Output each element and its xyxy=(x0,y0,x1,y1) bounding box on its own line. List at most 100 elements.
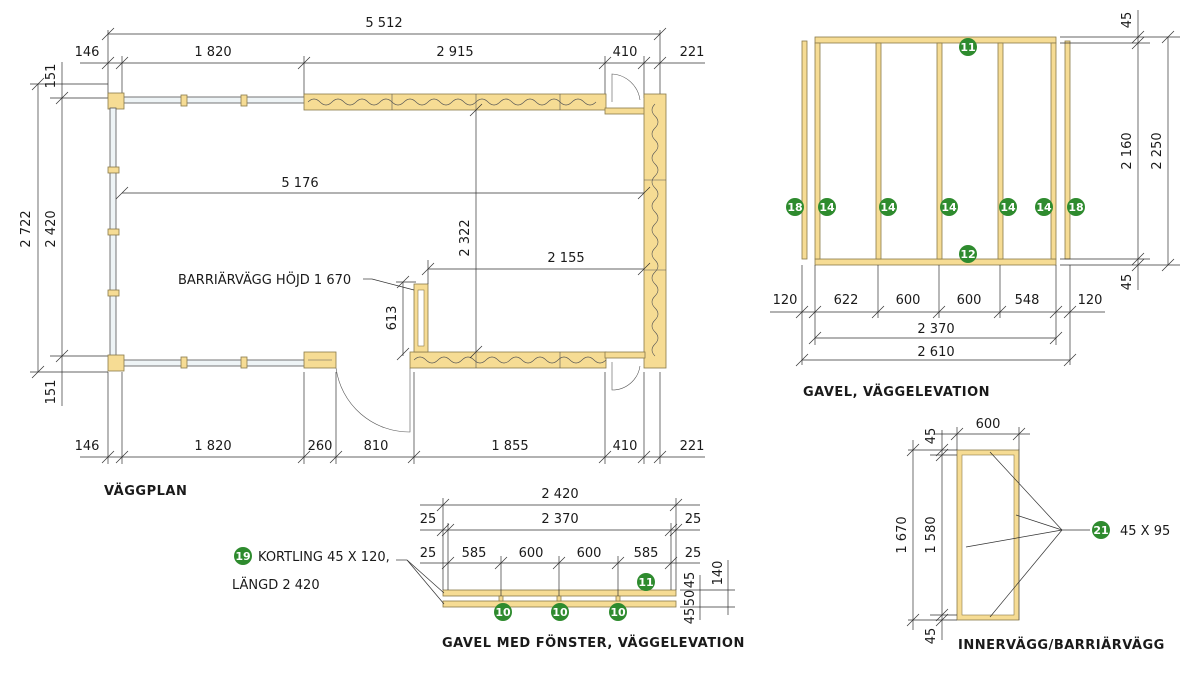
window-gable-badge-10 xyxy=(609,603,627,621)
floor-plan-dims-bottom: 146 1 820 260 810 1 855 410 221 xyxy=(75,372,705,464)
dim-top-2915: 2 915 xyxy=(436,45,473,60)
window-gable-title: GAVEL MED FÖNSTER, VÄGGELEVATION xyxy=(442,635,745,651)
dim-left-151-top: 151 xyxy=(44,64,59,89)
window-gable-badge-10-label: 10 xyxy=(610,606,626,619)
corner-post-top-left xyxy=(107,92,125,110)
dim-bottom-146: 146 xyxy=(75,439,100,454)
dim-left-2420: 2 420 xyxy=(44,210,59,247)
gable-badge-14 xyxy=(818,198,836,216)
floor-plan-dims-left: 2 722 2 420 151 151 xyxy=(19,62,108,406)
door-swing-bottom xyxy=(335,367,411,433)
floor-plan-dims-top: 5 512 146 1 820 2 915 410 221 xyxy=(75,16,705,98)
wall-top-insulated xyxy=(303,93,607,111)
gable-badge-18-left xyxy=(786,198,804,216)
note-line-1: KORTLING 45 X 120, xyxy=(258,550,390,565)
corner-post-bottom-left xyxy=(107,354,125,372)
dim-bottom-221: 221 xyxy=(680,439,705,454)
dim-partition-width: 613 xyxy=(385,306,400,331)
gable-dim-top-45: 45 xyxy=(1120,12,1135,29)
floor-plan: 5 512 146 1 820 2 915 410 221 xyxy=(19,16,705,499)
gable-dim-2160: 2 160 xyxy=(1120,132,1135,169)
wall-right-insulated xyxy=(643,93,667,369)
window-gable-dim-600-a: 600 xyxy=(519,546,544,561)
wall-bottom-insulated xyxy=(409,351,607,369)
dim-bottom-810: 810 xyxy=(364,439,389,454)
gable-badge-14-label: 14 xyxy=(880,201,896,214)
window-gable-badge-11 xyxy=(637,573,655,591)
window-gable-dim-25-a: 25 xyxy=(420,512,437,527)
gable-dim-600-a: 600 xyxy=(896,293,921,308)
barrier-dim-1580: 1 580 xyxy=(924,516,939,553)
dim-top-410: 410 xyxy=(613,45,638,60)
gable-badge-14-label: 14 xyxy=(941,201,957,214)
gable-top-plate xyxy=(814,36,1057,44)
barrier-badge-21-label: 21 xyxy=(1093,524,1108,537)
dim-top-1820: 1 820 xyxy=(194,45,231,60)
window-gable-dim-585-b: 585 xyxy=(634,546,659,561)
gable-badge-18-right-label: 18 xyxy=(1068,201,1083,214)
gable-badge-11 xyxy=(959,38,977,56)
window-gable-dim-25-b: 25 xyxy=(685,512,702,527)
floor-plan-dims-inner: 5 176 2 322 2 155 613 BARRIÄRVÄGG HÖJD 1… xyxy=(115,103,651,361)
dim-inner-height: 2 322 xyxy=(458,219,473,256)
window-gable-badge-10 xyxy=(551,603,569,621)
dim-bottom-410: 410 xyxy=(613,439,638,454)
gable-side-left xyxy=(801,40,808,260)
gable-dim-548: 548 xyxy=(1015,293,1040,308)
gable-dim-600-b: 600 xyxy=(957,293,982,308)
window-gable-dim-585-a: 585 xyxy=(462,546,487,561)
window-gable-dim-600-b: 600 xyxy=(577,546,602,561)
dim-bottom-1855: 1 855 xyxy=(491,439,528,454)
floor-plan-title: VÄGGPLAN xyxy=(104,483,187,499)
dim-bottom-260: 260 xyxy=(308,439,333,454)
gable-badge-14-label: 14 xyxy=(1036,201,1052,214)
window-gable-badge-10-label: 10 xyxy=(495,606,511,619)
gable-dim-bottom-45: 45 xyxy=(1120,274,1135,291)
window-gable-dim-50: 50 xyxy=(683,590,698,607)
barrier-dim-600: 600 xyxy=(976,417,1001,432)
gable-dim-2370: 2 370 xyxy=(917,322,954,337)
dim-partition-offset: 2 155 xyxy=(547,251,584,266)
window-gable-badge-10-label: 10 xyxy=(552,606,568,619)
window-gable-dim-2420: 2 420 xyxy=(541,487,578,502)
gable-badge-12-label: 12 xyxy=(960,248,975,261)
dim-left-2722: 2 722 xyxy=(19,210,34,247)
gable-side-right xyxy=(1064,40,1071,260)
gable-badge-14 xyxy=(1035,198,1053,216)
gable-badge-12 xyxy=(959,245,977,263)
note-badge-19-label: 19 xyxy=(235,550,250,563)
gable-badge-11-label: 11 xyxy=(960,41,975,54)
note-line-2: LÄNGD 2 420 xyxy=(232,577,320,593)
door-swing-top xyxy=(611,73,641,102)
gable-elevation: 45 45 2 160 2 250 120 622 600 600 548 12… xyxy=(770,10,1180,400)
dim-bottom-1820: 1 820 xyxy=(194,439,231,454)
gable-bottom-plate xyxy=(814,258,1057,266)
window-gable-badge-11-label: 11 xyxy=(638,576,653,589)
barrier-title: INNERVÄGG/BARRIÄRVÄGG xyxy=(958,637,1165,653)
gable-dim-2250: 2 250 xyxy=(1150,132,1165,169)
dim-total-top: 5 512 xyxy=(365,16,402,31)
window-gable-top-rail xyxy=(442,589,677,597)
window-gable-dim-140: 140 xyxy=(711,561,726,586)
floor-plan-walls xyxy=(107,73,667,433)
gable-badge-14 xyxy=(940,198,958,216)
gable-title: GAVEL, VÄGGELEVATION xyxy=(803,384,990,400)
barrier-wall-elevation: 600 1 670 1 580 45 45 21 45 X 95 INNERVÄ… xyxy=(895,417,1170,653)
dim-left-151-bottom: 151 xyxy=(44,380,59,405)
dim-top-146: 146 xyxy=(75,45,100,60)
gable-badge-14 xyxy=(879,198,897,216)
partition-label: BARRIÄRVÄGG HÖJD 1 670 xyxy=(178,271,351,288)
barrier-dim-1670: 1 670 xyxy=(895,516,910,553)
window-gable-dim-25-d: 25 xyxy=(685,546,702,561)
dim-inner-width: 5 176 xyxy=(281,176,318,191)
barrier-badge-text: 45 X 95 xyxy=(1120,524,1170,539)
gable-badge-14-label: 14 xyxy=(1000,201,1016,214)
gable-badge-14-label: 14 xyxy=(819,201,835,214)
window-gable-dim-2370: 2 370 xyxy=(541,512,578,527)
dim-top-221: 221 xyxy=(680,45,705,60)
gable-badge-18-right xyxy=(1067,198,1085,216)
barrier-dim-45-bottom: 45 xyxy=(924,628,939,645)
window-gable: 2 420 2 370 25 25 25 25 585 600 600 585 … xyxy=(232,487,745,651)
